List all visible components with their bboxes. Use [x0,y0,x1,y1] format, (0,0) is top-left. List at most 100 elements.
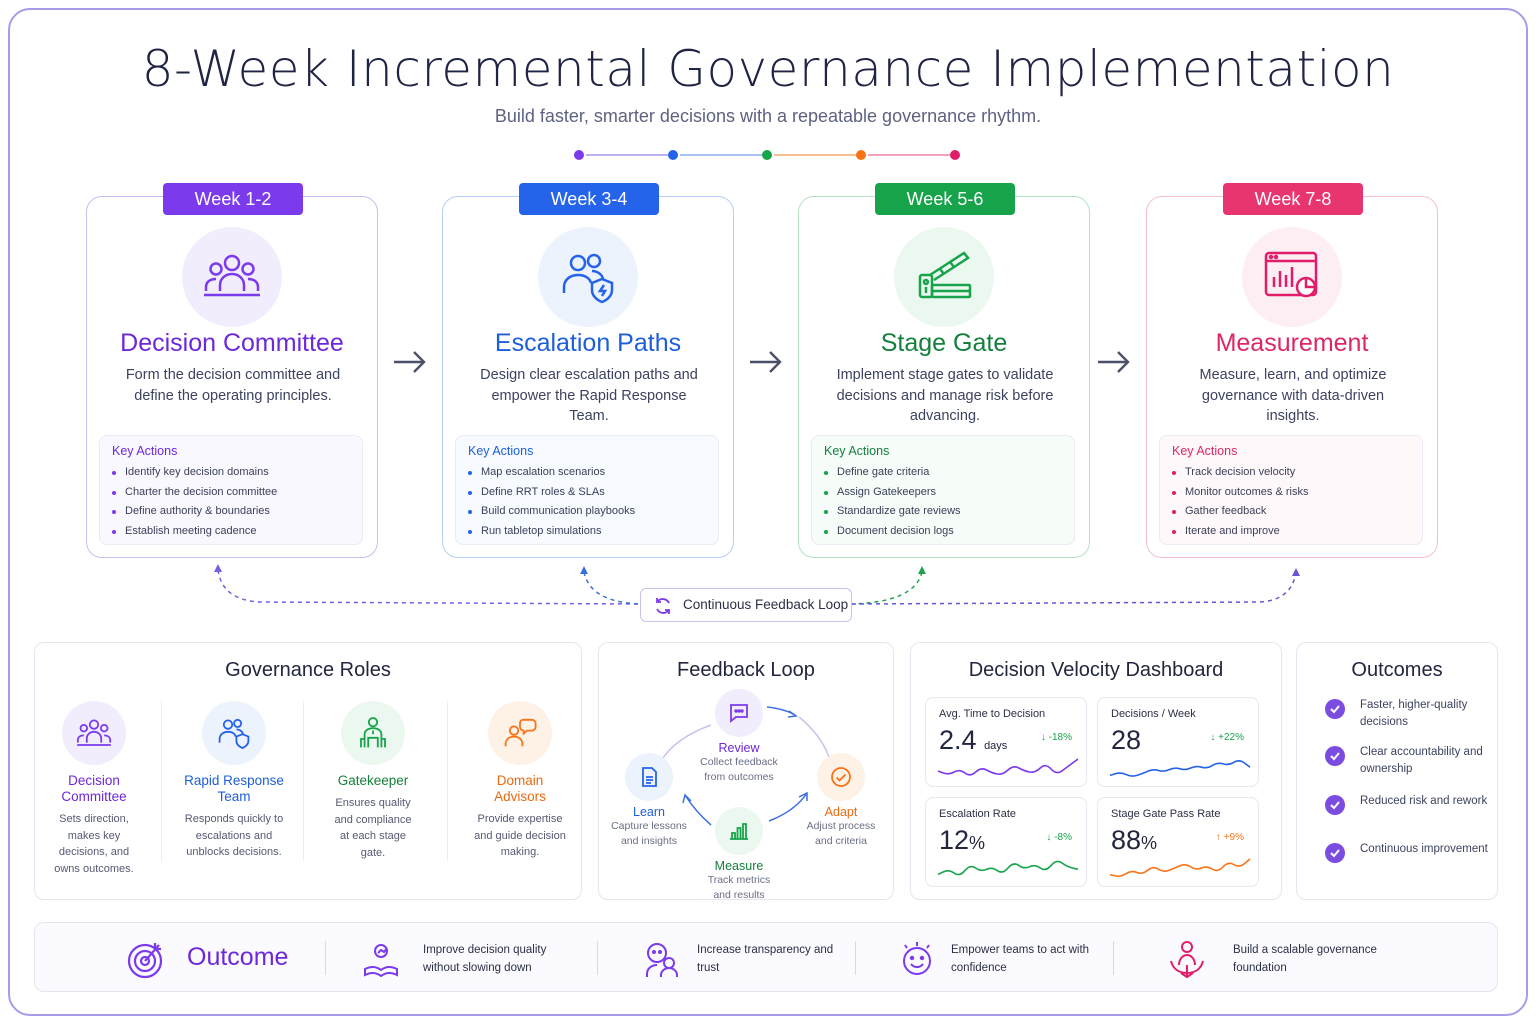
outcome-item: Faster, higher-quality decisions [1325,697,1495,730]
outcome-bar: Outcome Improve decision quality without… [34,922,1498,992]
outcome-bar-item: Empower teams to act with confidence [897,923,1127,993]
timeline-dot [668,150,678,160]
loop-node-adapt: Adapt Adjust process and criteria [781,753,901,849]
action-item: Track decision velocity [1172,463,1410,483]
timeline-line [680,154,762,156]
loop-node-title: Adapt [824,805,858,819]
person-foundation-icon [1170,941,1204,979]
action-item: Map escalation scenarios [468,463,706,483]
outcome-bar-text: Empower teams to act with confidence [951,944,1090,974]
phase-card-stage-gate: Week 5-6 Stage Gate Implement stage gate… [798,183,1090,558]
kpi-delta: ↑ +9% [1215,832,1244,843]
action-item: Identify key decision domains [112,463,350,483]
kpi-avg-time-to-decision: Avg. Time to Decision 2.4 days ↓ -18% [925,697,1087,787]
loop-node-description: Collect feedback from outcomes [700,756,778,783]
divider [447,701,448,861]
check-icon [1325,843,1345,863]
action-item: Iterate and improve [1172,522,1410,542]
kpi-value: 12% [939,825,986,855]
dashboard-chart-icon [1242,227,1342,327]
outcome-bar-item: Improve decision quality without slowing… [361,923,601,993]
key-actions-heading: Key Actions [824,444,890,458]
action-item: Document decision logs [824,522,1062,542]
kpi-value: 28 [1111,725,1142,755]
kpi-label: Stage Gate Pass Rate [1111,808,1221,820]
timeline-dot [574,150,584,160]
kpi-value: 2.4 days [939,725,1008,755]
timeline-dot [856,150,866,160]
barrier-gate-icon [894,227,994,327]
divider [597,941,598,975]
key-actions-heading: Key Actions [1172,444,1238,458]
kpi-label: Escalation Rate [939,808,1017,820]
action-item: Run tabletop simulations [468,522,706,542]
outcomes-panel: Outcomes Faster, higher-quality decision… [1296,642,1498,900]
loop-node-description: Adjust process and criteria [806,820,876,847]
document-icon [625,753,673,801]
decision-velocity-dashboard-panel: Decision Velocity Dashboard Avg. Time to… [910,642,1282,900]
timeline-line [868,154,950,156]
phase-title: Escalation Paths [494,329,682,357]
timeline-dot [762,150,772,160]
check-icon [1325,699,1345,719]
key-actions-heading: Key Actions [468,444,534,458]
divider [325,941,326,975]
phase-description: Design clear escalation paths and empowe… [480,367,698,424]
key-actions: Key Actions Map escalation scenarios Def… [455,435,719,545]
week-badge: Week 3-4 [519,183,659,215]
phase-description: Form the decision committee and define t… [125,367,341,404]
role-rapid-response-team: Rapid Response Team Responds quickly to … [169,701,299,861]
kpi-sparkline [937,758,1079,776]
kpi-escalation-rate: Escalation Rate 12% ↓ -8% [925,797,1087,887]
kpi-value: 88% [1111,825,1158,855]
timeline-dots [574,148,962,162]
outcome-item: Clear accountability and ownership [1325,744,1495,777]
team-trust-icon [646,943,678,977]
action-item: Standardize gate reviews [824,502,1062,522]
check-circle-icon [817,753,865,801]
outcome-text: Continuous improvement [1360,843,1488,855]
people-shield-icon [538,227,638,327]
timeline-line [774,154,856,156]
role-description: Ensures quality and compliance at each s… [334,797,412,859]
divider [161,701,162,861]
kpi-delta: ↓ -18% [1040,732,1072,743]
kpi-unit: % [1141,833,1158,853]
arrow-right-icon [1098,351,1130,373]
refresh-cycle-icon [656,598,670,614]
loop-node-title: Review [718,741,760,755]
role-name: Domain Advisors [494,773,546,804]
smile-celebrate-icon [903,942,931,975]
timeline-dot [950,150,960,160]
governance-roles-panel: Governance Roles Decision Committee Sets… [34,642,582,900]
phase-card-decision-committee: Week 1-2 Decision Committee Form the dec… [86,183,378,558]
key-actions-heading: Key Actions [112,444,178,458]
action-item: Assign Gatekeepers [824,483,1062,503]
outcome-bar-text: Build a scalable governance foundation [1233,944,1377,974]
kpi-delta: ↓ -8% [1046,832,1072,843]
loop-node-learn: Learn Capture lessons and insights [589,753,709,849]
loop-node-description: Capture lessons and insights [611,820,687,847]
loop-node-measure: Measure Track metrics and results [679,807,799,903]
week-badge: Week 1-2 [163,183,303,215]
phase-card-escalation-paths: Week 3-4 Escalation Paths Design clear e… [442,183,734,558]
action-item: Gather feedback [1172,502,1410,522]
action-item: Monitor outcomes & risks [1172,483,1410,503]
gatekeeper-icon [341,701,405,765]
outcome-label: Outcome [187,943,289,971]
bar-chart-icon [715,807,763,855]
people-shield-icon [202,701,266,765]
target-icon [127,943,163,979]
key-actions: Key Actions Track decision velocity Moni… [1159,435,1423,545]
panel-title: Governance Roles [225,659,391,681]
feedback-loop-text: Continuous Feedback Loop [683,597,849,612]
kpi-unit: % [969,833,986,853]
chat-icon [715,689,763,737]
timeline-line [586,154,668,156]
action-item: Define authority & boundaries [112,502,350,522]
key-actions: Key Actions Identify key decision domain… [99,435,363,545]
loop-node-title: Learn [633,805,665,819]
panel-title: Outcomes [1351,659,1443,681]
loop-arrows [660,706,830,826]
arrow-right-icon [394,351,426,373]
